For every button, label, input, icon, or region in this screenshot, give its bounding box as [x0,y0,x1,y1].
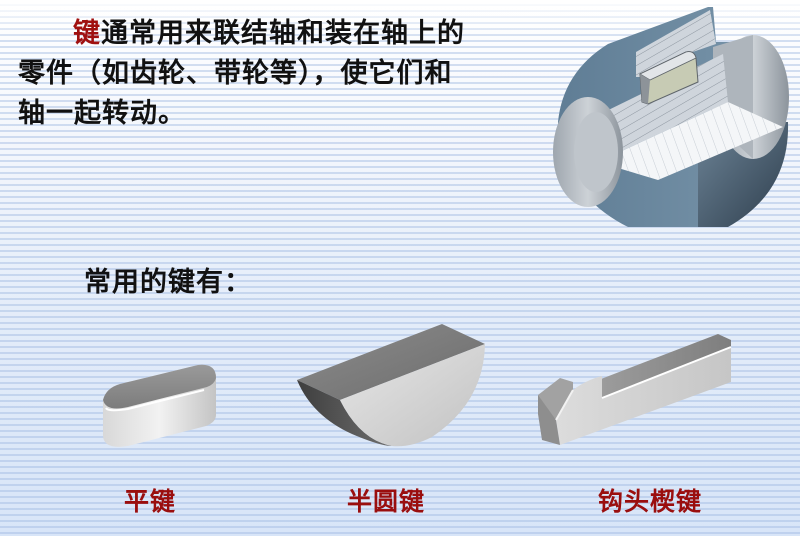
gib-head-taper-key-figure [538,334,732,445]
intro-line-1: 键通常用来联结轴和装在轴上的 [18,14,488,54]
key-types-heading: 常用的键有： [84,267,252,298]
flat-key-figure [103,364,216,447]
intro-paragraph: 键通常用来联结轴和装在轴上的 零件（如齿轮、带轮等），使它们和 轴一起转动。 [18,14,488,134]
intro-line-2: 零件（如齿轮、带轮等），使它们和 [18,58,453,89]
key-label-flat: 平键 [124,487,177,516]
keyword-highlight: 键 [73,18,101,49]
key-label-woodruff: 半圆键 [347,487,426,516]
intro-line-1-text: 通常用来联结轴和装在轴上的 [101,18,465,49]
woodruff-key-figure [297,324,485,447]
key-label-gib-head: 钩头楔键 [598,487,703,516]
intro-line-3: 轴一起转动。 [18,98,186,129]
shaft-hub-key-diagram [553,7,789,227]
